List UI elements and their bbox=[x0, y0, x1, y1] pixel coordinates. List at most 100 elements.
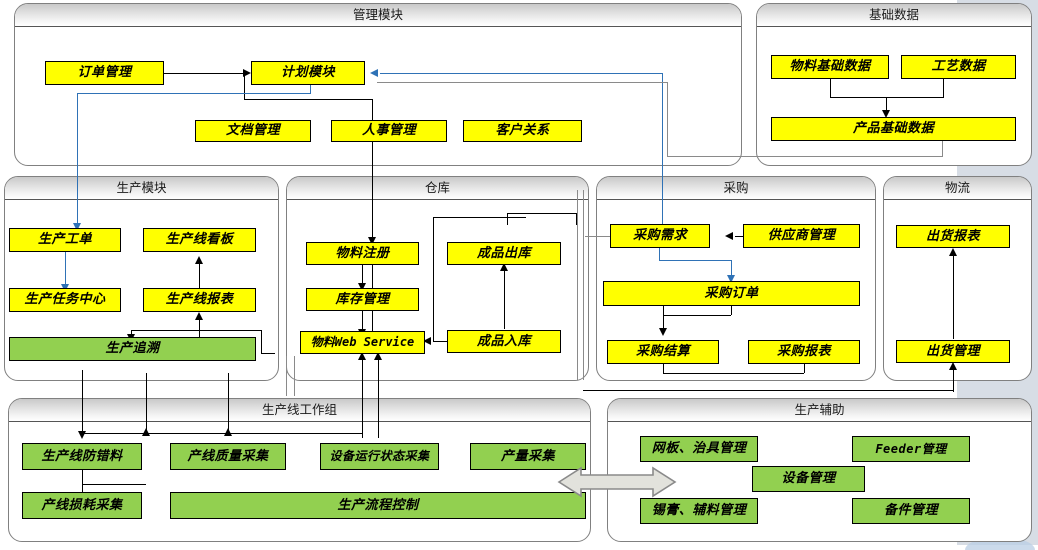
node-line-quality[interactable]: 产线质量采集 bbox=[170, 443, 286, 470]
edge-plan-down-2 bbox=[372, 99, 373, 343]
edge-fgin-to-ws-top bbox=[433, 217, 526, 218]
node-feeder-mgmt[interactable]: Feeder管理 bbox=[852, 436, 970, 462]
edge-to-poka-h bbox=[82, 433, 362, 434]
node-process-control[interactable]: 生产流程控制 bbox=[170, 492, 586, 519]
arrowhead-to-product-basedata bbox=[881, 110, 890, 118]
node-output-collect[interactable]: 产量采集 bbox=[470, 443, 586, 470]
node-line-poka[interactable]: 生产线防错料 bbox=[22, 443, 142, 470]
node-line-loss-label: 产线损耗采集 bbox=[41, 497, 123, 513]
node-material-basedata[interactable]: 物料基础数据 bbox=[771, 55, 889, 79]
node-order-mgmt[interactable]: 订单管理 bbox=[45, 61, 164, 85]
node-work-order[interactable]: 生产工单 bbox=[9, 228, 121, 252]
node-plan-module[interactable]: 计划模块 bbox=[251, 61, 365, 85]
node-product-basedata[interactable]: 产品基础数据 bbox=[771, 117, 1016, 141]
edge-fgout-top-bracket bbox=[507, 213, 577, 214]
node-supplier-mgmt[interactable]: 供应商管理 bbox=[743, 224, 860, 248]
node-task-center[interactable]: 生产任务中心 bbox=[9, 288, 121, 312]
node-stock-mgmt-label: 库存管理 bbox=[335, 291, 390, 307]
node-stock-mgmt[interactable]: 库存管理 bbox=[306, 288, 419, 311]
node-line-report[interactable]: 生产线报表 bbox=[143, 288, 256, 312]
node-trace-label: 生产追溯 bbox=[105, 341, 160, 357]
bidirectional-arrow-icon bbox=[557, 466, 677, 498]
panel-purchase-title: 采购 bbox=[597, 177, 875, 200]
node-ship-report[interactable]: 出货报表 bbox=[896, 225, 1010, 248]
arrowhead-plan-to-workorder bbox=[72, 223, 81, 231]
panel-lineteam: 生产线工作组 bbox=[8, 398, 591, 542]
node-equipment-mgmt[interactable]: 设备管理 bbox=[752, 466, 865, 492]
edge-plan-inbound-h bbox=[380, 73, 663, 74]
arrowhead-order-to-settle bbox=[658, 328, 667, 336]
node-process-data[interactable]: 工艺数据 bbox=[901, 55, 1016, 79]
arrowhead-quality-up2 bbox=[223, 428, 232, 436]
edge-shipmgmt-to-shipreport bbox=[953, 251, 954, 339]
arrowhead-into-ws-bottom2 bbox=[373, 352, 382, 360]
node-spare-parts[interactable]: 备件管理 bbox=[852, 498, 970, 524]
arrowhead-supplier-to-demand bbox=[725, 231, 733, 240]
node-hr-mgmt[interactable]: 人事管理 bbox=[331, 120, 447, 142]
node-doc-mgmt[interactable]: 文档管理 bbox=[195, 120, 311, 142]
node-pur-order[interactable]: 采购订单 bbox=[603, 281, 860, 306]
arrowhead-linereport-to-kanban bbox=[194, 256, 203, 264]
arrowhead-to-material-reg bbox=[367, 237, 376, 245]
node-fg-out-label: 成品出库 bbox=[476, 245, 531, 261]
node-solder-aux[interactable]: 锡膏、辅料管理 bbox=[640, 498, 758, 524]
edge-demand-to-order-h bbox=[659, 260, 731, 261]
edge-fgout-top-left bbox=[507, 213, 508, 225]
panel-production-title: 生产模块 bbox=[5, 177, 278, 200]
node-line-report-label: 生产线报表 bbox=[165, 292, 234, 308]
edge-settle-to-report-v1 bbox=[663, 356, 664, 373]
node-line-quality-label: 产线质量采集 bbox=[187, 448, 269, 464]
edge-trace-in-v bbox=[131, 330, 132, 336]
edge-order-to-settle-h bbox=[663, 315, 731, 316]
node-pur-demand-label: 采购需求 bbox=[632, 228, 687, 244]
edge-process-data-down bbox=[943, 79, 944, 97]
node-line-kanban-label: 生产线看板 bbox=[165, 232, 234, 248]
edge-fgin-to-fgout bbox=[504, 266, 505, 329]
node-spare-parts-label: 备件管理 bbox=[883, 503, 938, 519]
node-trace[interactable]: 生产追溯 bbox=[9, 337, 256, 361]
node-work-order-label: 生产工单 bbox=[37, 232, 92, 248]
edge-workorder-to-taskcenter bbox=[65, 252, 66, 286]
arrowhead-quality-up bbox=[141, 428, 150, 436]
edge-plan-to-workorder-h1 bbox=[77, 93, 311, 94]
panel-basedata-title: 基础数据 bbox=[757, 4, 1031, 27]
node-material-reg[interactable]: 物料注册 bbox=[306, 242, 419, 265]
panel-warehouse-title: 仓库 bbox=[287, 177, 588, 200]
node-line-loss[interactable]: 产线损耗采集 bbox=[22, 492, 142, 519]
edge-plan-to-workorder-v1 bbox=[310, 83, 311, 94]
node-stencil-jig[interactable]: 网板、治具管理 bbox=[640, 436, 758, 462]
node-line-kanban[interactable]: 生产线看板 bbox=[143, 228, 256, 252]
edge-settle-to-report-h bbox=[663, 373, 804, 374]
node-material-webservice[interactable]: 物料Web Service bbox=[300, 331, 425, 354]
node-ship-mgmt-label: 出货管理 bbox=[925, 343, 980, 359]
node-pur-demand[interactable]: 采购需求 bbox=[610, 224, 710, 248]
rail-warehouse-right-2 bbox=[583, 190, 584, 380]
node-output-collect-label: 产量采集 bbox=[500, 448, 555, 464]
edge-plan-down-1 bbox=[244, 73, 245, 99]
node-customer-rel[interactable]: 客户关系 bbox=[463, 120, 582, 142]
panel-logistics-title: 物流 bbox=[884, 177, 1031, 200]
arrowhead-fgin-to-fgout bbox=[499, 263, 508, 271]
node-pur-settle[interactable]: 采购结算 bbox=[607, 340, 719, 364]
panel-basedata: 基础数据 bbox=[756, 3, 1032, 166]
node-material-basedata-label: 物料基础数据 bbox=[789, 59, 871, 75]
arrowhead-into-ws bbox=[423, 336, 431, 345]
node-product-basedata-label: 产品基础数据 bbox=[852, 121, 934, 137]
edge-demand-to-order-v2 bbox=[731, 260, 732, 277]
node-pur-report[interactable]: 采购报表 bbox=[748, 340, 860, 364]
node-equip-status[interactable]: 设备运行状态采集 bbox=[320, 443, 439, 470]
node-fg-in[interactable]: 成品入库 bbox=[447, 330, 561, 353]
node-fg-out[interactable]: 成品出库 bbox=[447, 242, 561, 265]
node-ship-mgmt[interactable]: 出货管理 bbox=[896, 340, 1010, 363]
edge-quality-up2 bbox=[228, 373, 229, 433]
edge-poka-to-loss-h bbox=[82, 484, 146, 485]
edge-fgout-top-right bbox=[576, 213, 577, 225]
edge-trace-to-linereport bbox=[199, 315, 200, 338]
node-feeder-mgmt-label: Feeder管理 bbox=[875, 441, 947, 456]
rail-warehouse-right-1 bbox=[577, 190, 578, 380]
panel-lineteam-title: 生产线工作组 bbox=[9, 399, 590, 422]
edge-output-up bbox=[378, 356, 379, 438]
node-order-mgmt-label: 订单管理 bbox=[77, 65, 132, 81]
arrowhead-into-shipmgmt bbox=[948, 362, 957, 370]
